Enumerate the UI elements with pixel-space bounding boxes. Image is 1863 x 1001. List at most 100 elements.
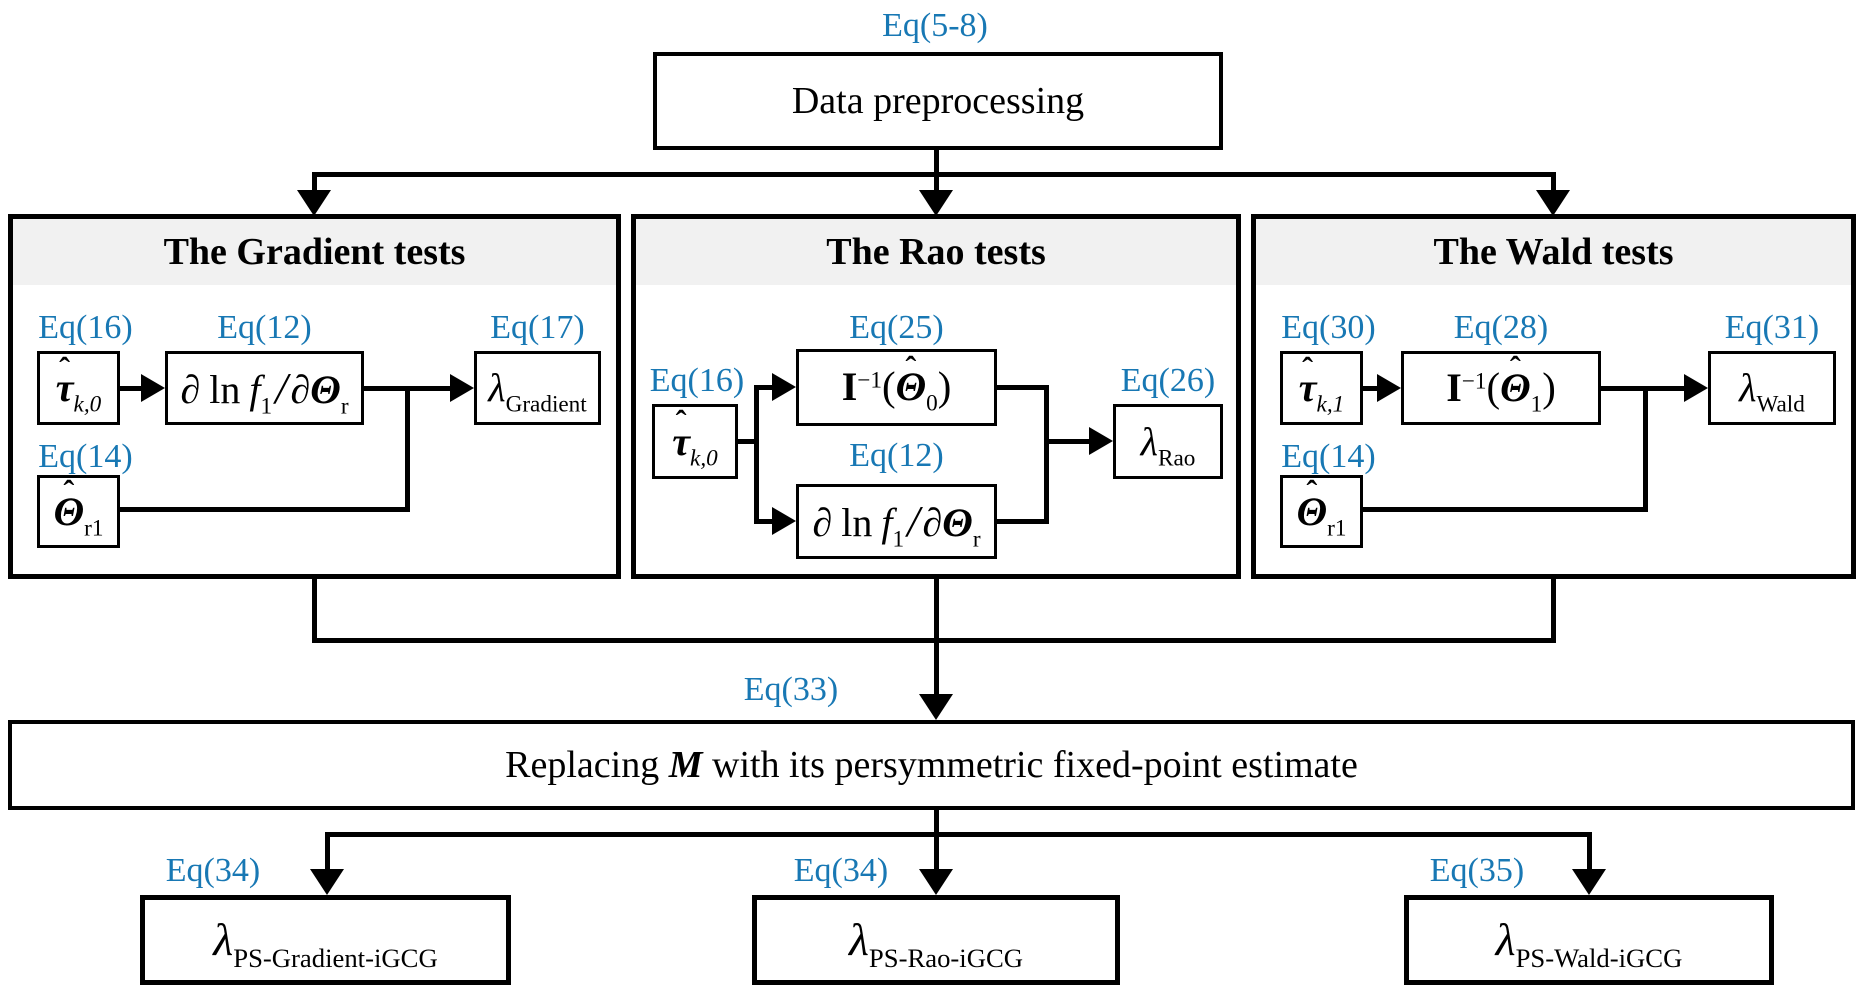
arrowhead-into-partial-rao <box>772 507 796 535</box>
identity-I-symbol: I <box>1446 364 1462 410</box>
collector-stub-rao-and-down <box>934 577 939 698</box>
partial-symbol: ∂ <box>812 500 833 546</box>
arrowhead-into-rao-panel <box>919 190 953 216</box>
branch-stub-wald <box>1551 175 1556 193</box>
hat-accent: ˆ <box>1302 351 1314 388</box>
eq-label-16-rao: Eq(16) <box>649 362 745 399</box>
theta-symbol: Θ <box>1296 488 1328 534</box>
hat-accent: ˆ <box>905 350 917 387</box>
eq-label-12-gradient: Eq(12) <box>217 309 312 346</box>
theta-symbol: Θ <box>53 488 85 534</box>
arrowhead-into-wald-panel <box>1536 190 1570 216</box>
slash-symbol: / <box>907 496 920 547</box>
tau-subscript: k,0 <box>73 391 102 418</box>
elbow-horizontal-theta-wald <box>1363 507 1648 512</box>
lambda-rao-box: λRao <box>1113 404 1223 479</box>
collector-stub-wald <box>1551 577 1556 643</box>
lambda-symbol: λ <box>1140 418 1158 464</box>
lambda-ps-gradient-igcg-box: λPS-Gradient-iGCG <box>140 895 511 985</box>
f-symbol: f <box>881 500 893 546</box>
arrowhead-fisher-to-lambda-wald <box>1684 374 1708 402</box>
lambda-gradient-box: λGradient <box>474 351 601 425</box>
tau-symbol: τ <box>55 365 74 410</box>
eq-label-34-rao-output: Eq(34) <box>793 852 889 889</box>
theta-subscript: 1 <box>1530 391 1543 418</box>
tau-subscript: k,1 <box>1316 391 1345 418</box>
theta-subscript: 0 <box>926 390 938 417</box>
theta-symbol: Θ <box>310 366 341 412</box>
gradient-tests-title: The Gradient tests <box>163 231 466 273</box>
eq-label-14-gradient: Eq(14) <box>38 438 133 475</box>
ln-symbol: ln <box>209 366 241 412</box>
arrowhead-into-gradient-panel <box>297 190 331 216</box>
theta-subscript: r1 <box>1327 514 1347 541</box>
lambda-ps-wald-igcg-math: λPS-Wald-iGCG <box>1496 917 1683 972</box>
tau-symbol: τ <box>672 418 691 464</box>
rao-tests-title: The Rao tests <box>826 231 1046 273</box>
partial-symbol: ∂ <box>290 366 311 412</box>
lambda-wald-box: λWald <box>1708 351 1836 425</box>
lambda-ps-wald-igcg-box: λPS-Wald-iGCG <box>1404 895 1774 985</box>
theta-subscript: r1 <box>84 514 104 541</box>
eq-label-30-wald: Eq(30) <box>1281 309 1376 346</box>
branch-stub-gradient <box>312 175 317 193</box>
data-preprocessing-box: Data preprocessing <box>653 52 1223 150</box>
partial-symbol: ∂ <box>922 500 943 546</box>
hat-accent: ˆ <box>63 475 75 512</box>
lambda-subscript: PS-Wald-iGCG <box>1515 943 1683 973</box>
elbow-vertical-theta-gradient <box>405 388 410 510</box>
hat-accent: ˆ <box>1509 351 1521 388</box>
theta-symbol: Θ <box>942 500 973 546</box>
arrowhead-into-output-gradient <box>310 869 344 895</box>
arrowhead-into-output-wald <box>1572 869 1606 895</box>
lambda-subscript: Wald <box>1756 391 1805 418</box>
lambda-ps-rao-igcg-math: λPS-Rao-iGCG <box>849 917 1023 972</box>
open-paren: ( <box>881 364 896 410</box>
line-fisher-out-rao <box>997 385 1049 390</box>
lambda-subscript: PS-Gradient-iGCG <box>233 943 438 973</box>
branch-stub-rao <box>934 175 939 193</box>
arrow-line-into-partial-rao <box>754 519 774 524</box>
M-symbol: M <box>668 744 703 786</box>
merge-vertical-rao <box>1044 385 1049 524</box>
arrowhead-partial-to-lambda <box>450 374 474 402</box>
eq-label-12-rao: Eq(12) <box>849 437 944 474</box>
distributor-drop-left <box>325 832 330 872</box>
theta-symbol: Θ <box>1500 364 1531 410</box>
eq-label-35-wald-output: Eq(35) <box>1429 852 1525 889</box>
rao-tests-header: The Rao tests <box>636 219 1236 285</box>
open-paren: ( <box>1486 364 1501 410</box>
eq-label-31-wald: Eq(31) <box>1724 309 1820 346</box>
tau-symbol: τ <box>1298 365 1317 410</box>
arrowhead-into-replace-box <box>919 694 953 720</box>
lambda-wald-math: λWald <box>1739 365 1805 417</box>
arrowhead-into-fisher-rao <box>772 373 796 401</box>
hat-accent: ˆ <box>59 351 71 388</box>
distributor-drop-center <box>934 832 939 872</box>
close-paren: ) <box>1542 364 1556 410</box>
partial-symbol: ∂ <box>180 366 201 412</box>
identity-I-symbol: I <box>841 364 858 410</box>
arrowhead-tau-to-partial <box>141 374 165 402</box>
eq-label-33: Eq(33) <box>743 671 839 708</box>
eq-label-25-rao: Eq(25) <box>849 309 944 346</box>
arrow-line-tau-to-fisher-wald <box>1363 386 1377 391</box>
eq-label-26-rao: Eq(26) <box>1120 362 1216 399</box>
lambda-ps-gradient-igcg-math: λPS-Gradient-iGCG <box>213 917 437 972</box>
lambda-symbol: λ <box>1739 365 1757 410</box>
arrowhead-into-output-rao <box>919 869 953 895</box>
branch-line-top <box>312 172 1556 177</box>
